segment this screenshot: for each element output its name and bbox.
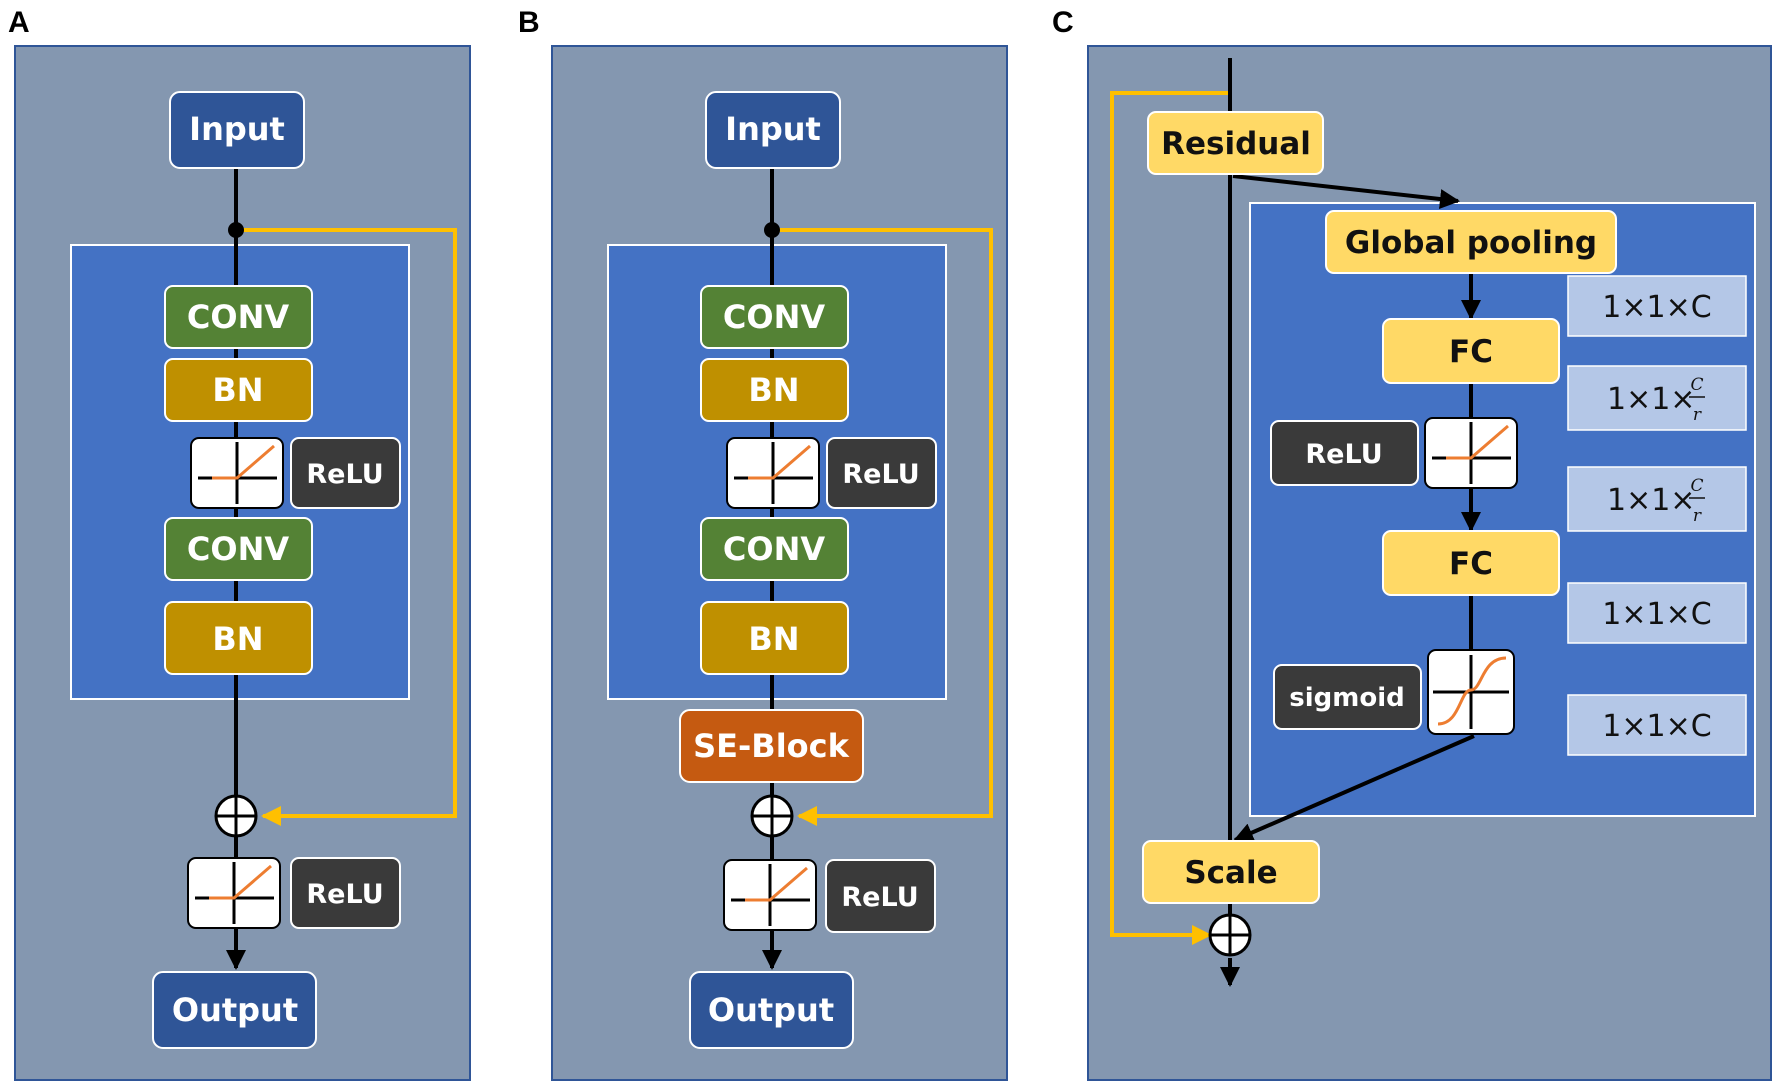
panel-a-output-box bbox=[152, 971, 317, 1049]
panel-b-conv1-box bbox=[700, 285, 849, 349]
sum-node-icon bbox=[1208, 913, 1252, 957]
panel-a-output-label: Output bbox=[172, 991, 298, 1029]
panel-c-residual-label: Residual bbox=[1161, 126, 1311, 162]
panel-a-bn1-box bbox=[164, 358, 313, 422]
panel-b-relu2-box bbox=[825, 859, 936, 933]
panel-c-dim3-numerator: C bbox=[1690, 476, 1703, 496]
panel-b-relu2-label: ReLU bbox=[841, 882, 918, 913]
relu-icon bbox=[187, 857, 281, 929]
panel-b-se-block-label: SE-Block bbox=[693, 727, 850, 765]
panel-c-dim3-prefix: 1×1× bbox=[1607, 483, 1695, 518]
panel-c-scale-label: Scale bbox=[1184, 855, 1277, 891]
panel-c-fc1-box bbox=[1382, 318, 1560, 384]
panel-c-residual-to-pooling-arrow bbox=[1232, 174, 1460, 209]
panel-b-conv2-label: CONV bbox=[723, 530, 825, 568]
panel-a: Input CONV BN ReLU CONV BN ReLU bbox=[14, 45, 471, 1081]
panel-c-scale-box bbox=[1142, 840, 1320, 904]
panel-c-relu-label: ReLU bbox=[1305, 439, 1382, 470]
panel-label-c: C bbox=[1052, 6, 1074, 39]
relu-icon bbox=[1424, 417, 1518, 489]
relu-icon bbox=[190, 437, 284, 509]
panel-c-global-pooling-box bbox=[1325, 210, 1617, 274]
panel-c-residual-box bbox=[1147, 111, 1324, 175]
panel-c-dim2-box bbox=[1567, 365, 1747, 431]
panel-b-se-block-box bbox=[679, 709, 864, 783]
panel-b-bn1-label: BN bbox=[748, 371, 799, 409]
panel-c-dim2-denominator: r bbox=[1693, 405, 1702, 425]
panel-b-output-box bbox=[689, 971, 854, 1049]
panel-b-conv1-label: CONV bbox=[723, 298, 825, 336]
panel-c-sigmoid-label: sigmoid bbox=[1289, 683, 1404, 713]
panel-a-conv1-label: CONV bbox=[187, 298, 289, 336]
panel-b-relu1-label: ReLU bbox=[842, 459, 919, 490]
panel-c-dim1-label: 1×1×C bbox=[1602, 290, 1711, 325]
panel-c-dim4-box bbox=[1567, 582, 1747, 644]
panel-a-conv2-box bbox=[164, 517, 313, 581]
panel-a-conv2-label: CONV bbox=[187, 530, 289, 568]
panel-b-relu1-box bbox=[826, 437, 937, 509]
panel-b: Input CONV BN ReLU CONV BN SE-Block bbox=[551, 45, 1008, 1081]
panel-b-input-label: Input bbox=[725, 110, 821, 148]
panel-a-relu2-label: ReLU bbox=[306, 879, 383, 910]
panel-c: Residual Global pooling FC ReLU FC sigmo… bbox=[1087, 45, 1772, 1081]
panel-c-sigmoid-box bbox=[1273, 664, 1422, 730]
panel-b-bn1-box bbox=[700, 358, 849, 422]
panel-b-bn2-label: BN bbox=[748, 620, 799, 658]
panel-label-a: A bbox=[8, 6, 30, 39]
panel-c-dim4-label: 1×1×C bbox=[1602, 597, 1711, 632]
panel-b-bn2-box bbox=[700, 601, 849, 675]
panel-b-output-label: Output bbox=[708, 991, 834, 1029]
panel-b-skip-connection bbox=[772, 228, 993, 826]
panel-c-dim3-box bbox=[1567, 466, 1747, 532]
relu-icon bbox=[726, 437, 820, 509]
panel-c-dim2-prefix: 1×1× bbox=[1607, 382, 1695, 417]
panel-a-input-box bbox=[169, 91, 305, 169]
panel-a-relu1-label: ReLU bbox=[306, 459, 383, 490]
sum-node-icon bbox=[214, 794, 258, 838]
panel-a-bn1-label: BN bbox=[212, 371, 263, 409]
panel-c-fc2-box bbox=[1382, 530, 1560, 596]
panel-c-global-pooling-label: Global pooling bbox=[1345, 225, 1597, 261]
panel-b-conv2-box bbox=[700, 517, 849, 581]
panel-c-sigmoid-to-scale-arrow bbox=[1233, 734, 1475, 842]
panel-c-dim2-numerator: C bbox=[1690, 375, 1703, 395]
panel-c-fc1-label: FC bbox=[1449, 334, 1493, 370]
panel-c-dim3-denominator: r bbox=[1693, 506, 1702, 526]
panel-a-conv1-box bbox=[164, 285, 313, 349]
panel-c-dim5-box bbox=[1567, 694, 1747, 756]
panel-a-relu2-box bbox=[290, 857, 401, 929]
panel-c-dim1-box bbox=[1567, 275, 1747, 337]
panel-a-bn2-label: BN bbox=[212, 620, 263, 658]
panel-a-relu1-box bbox=[290, 437, 401, 509]
panel-label-b: B bbox=[518, 6, 540, 39]
sum-node-icon bbox=[750, 794, 794, 838]
sigmoid-icon bbox=[1427, 649, 1515, 735]
panel-a-input-label: Input bbox=[189, 110, 285, 148]
panel-c-relu-box bbox=[1270, 420, 1419, 486]
panel-c-skip-connection bbox=[1110, 91, 1230, 945]
panel-a-bn2-box bbox=[164, 601, 313, 675]
panel-c-dim5-label: 1×1×C bbox=[1602, 709, 1711, 744]
panel-b-branch-dot bbox=[764, 222, 780, 238]
panel-b-input-box bbox=[705, 91, 841, 169]
relu-icon bbox=[723, 859, 817, 931]
panel-c-fc2-label: FC bbox=[1449, 546, 1493, 582]
panel-a-branch-dot bbox=[228, 222, 244, 238]
panel-a-skip-connection bbox=[236, 228, 457, 826]
